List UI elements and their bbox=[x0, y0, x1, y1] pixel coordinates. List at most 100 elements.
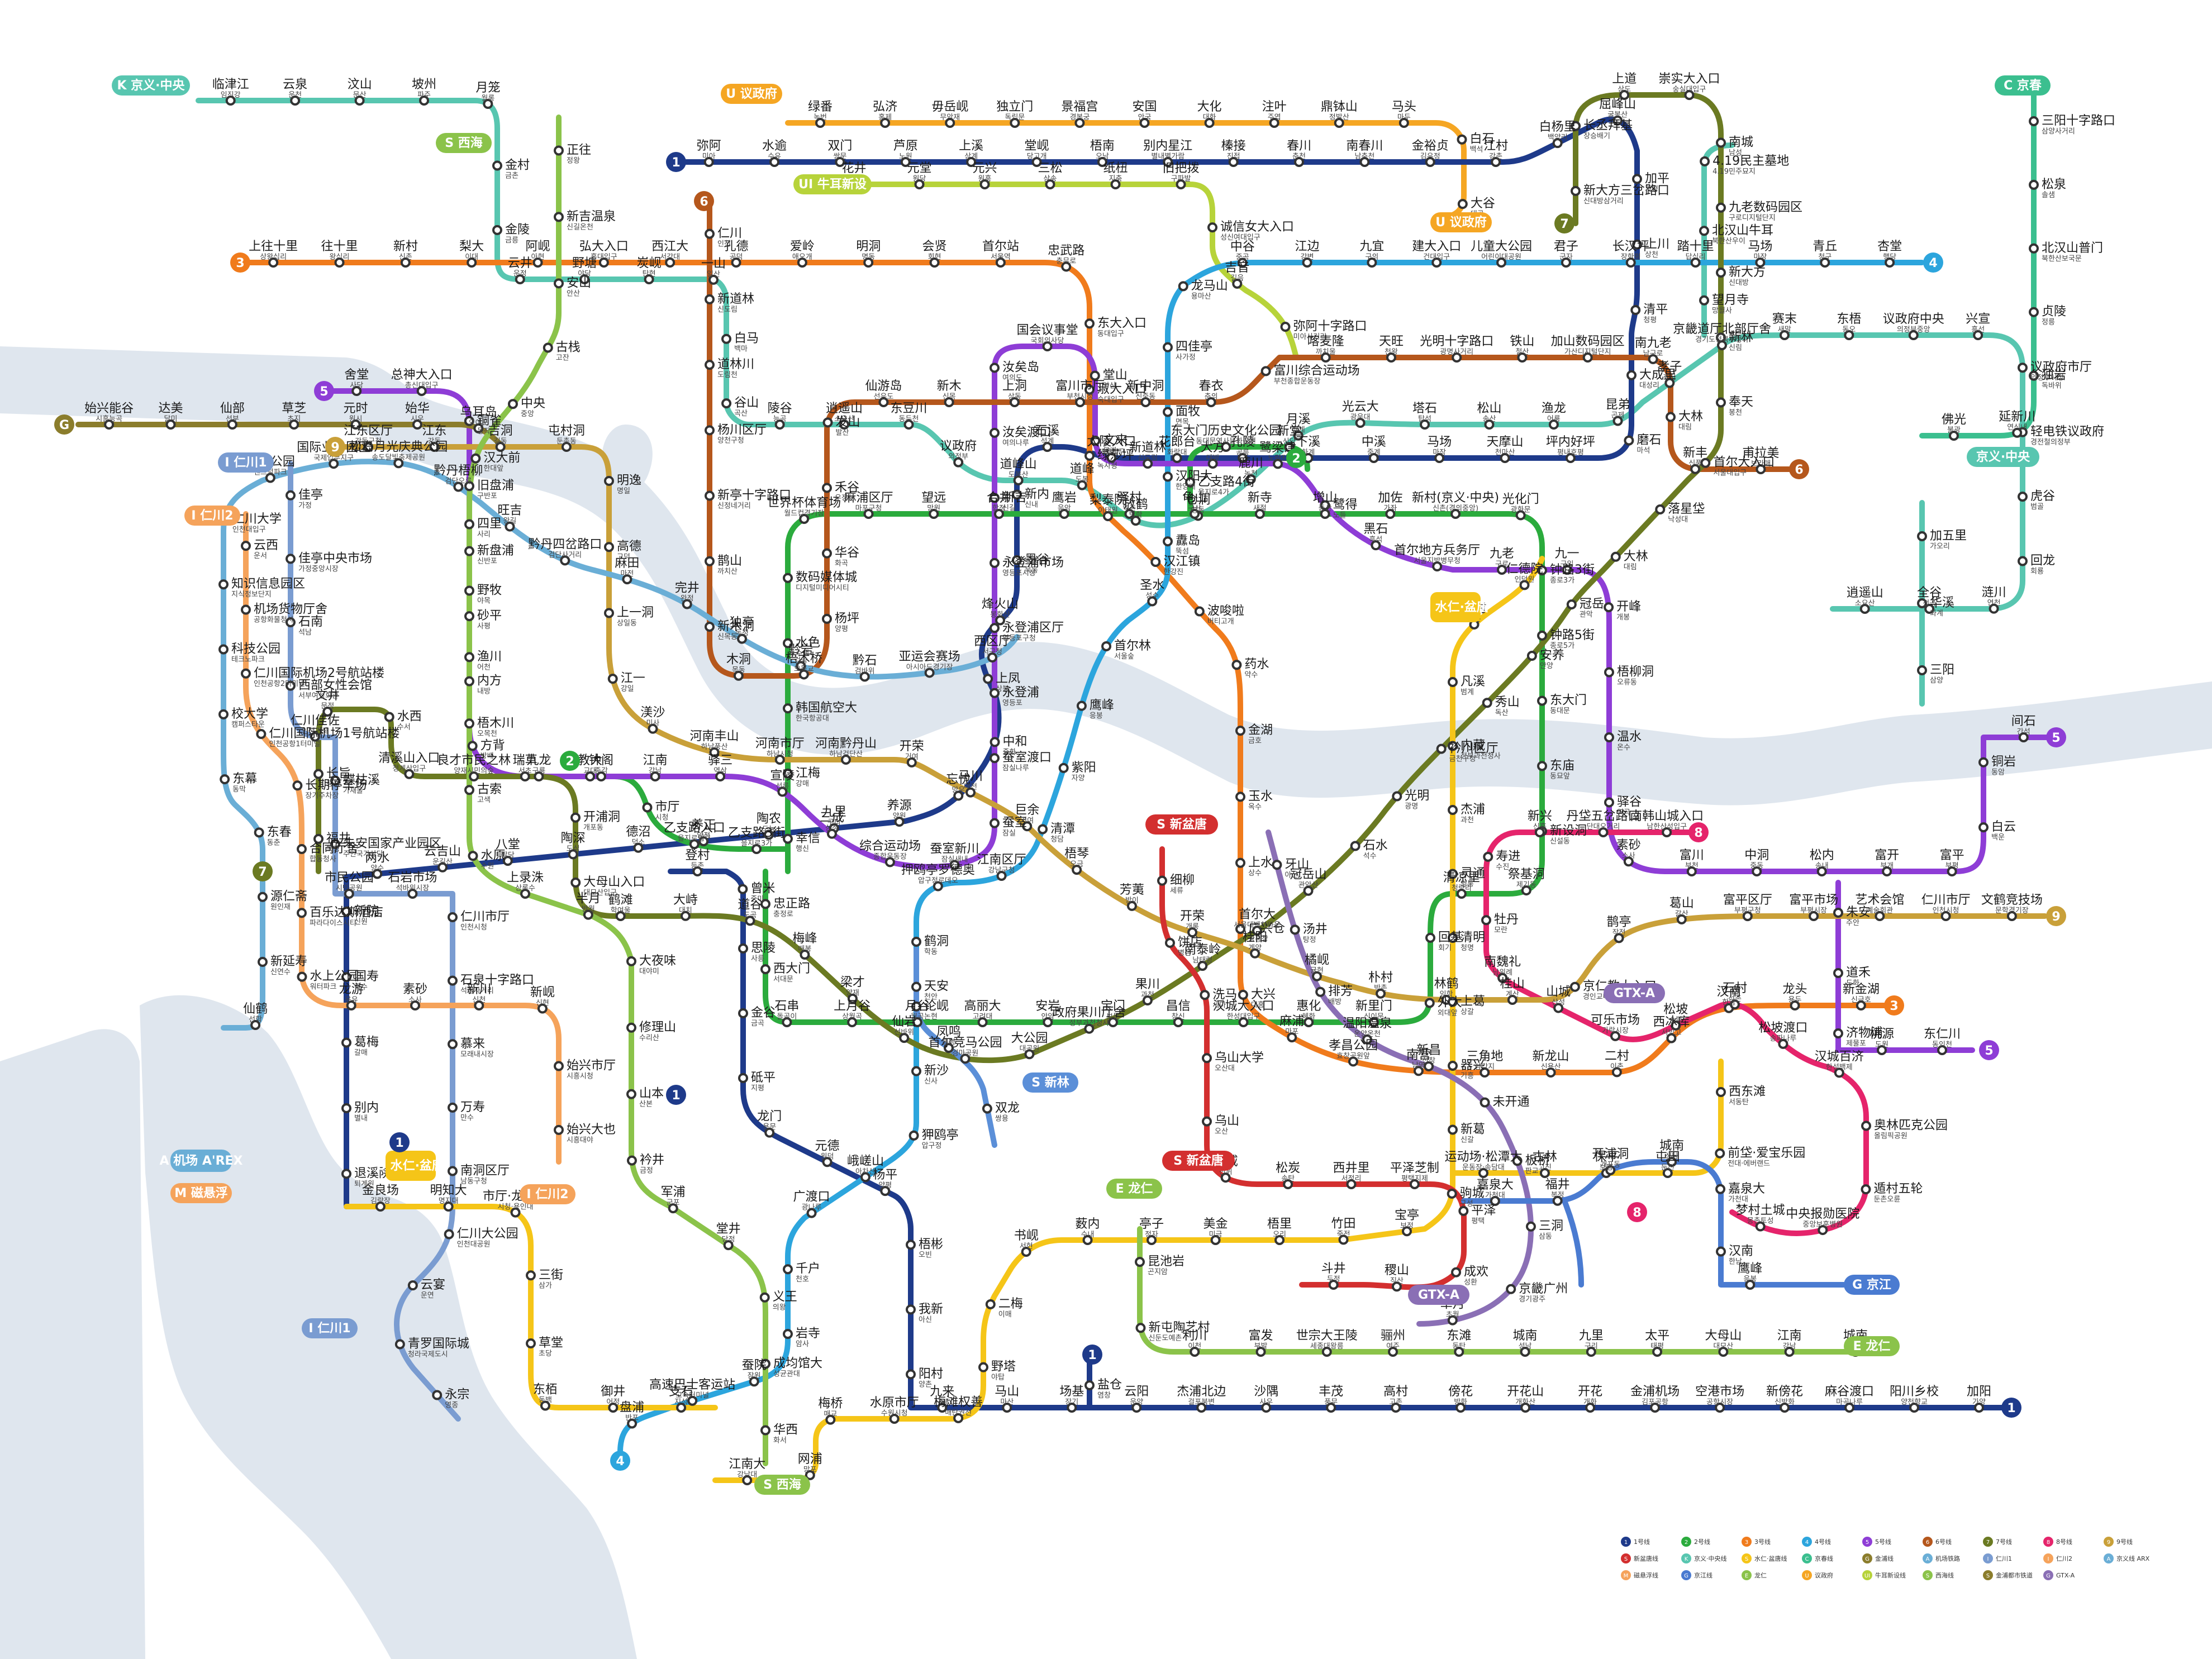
station-marker[interactable] bbox=[286, 490, 296, 500]
station-marker[interactable] bbox=[350, 419, 361, 430]
badge-ss1[interactable]: S 水仁·盆唐 bbox=[1422, 592, 1489, 622]
station-marker[interactable] bbox=[1534, 827, 1545, 837]
station-marker[interactable] bbox=[1716, 1246, 1726, 1257]
station-marker[interactable] bbox=[1833, 968, 1843, 978]
station-marker[interactable] bbox=[1690, 464, 1701, 474]
station-marker[interactable] bbox=[977, 1017, 988, 1027]
station-marker[interactable] bbox=[1539, 1168, 1550, 1178]
station-marker[interactable] bbox=[822, 483, 832, 493]
station-marker[interactable] bbox=[1569, 981, 1580, 992]
station-marker[interactable] bbox=[911, 981, 921, 992]
station-marker[interactable] bbox=[648, 723, 658, 734]
station-marker[interactable] bbox=[1235, 924, 1245, 935]
station-marker[interactable] bbox=[912, 1017, 922, 1027]
badge-sl[interactable]: S 新林 bbox=[1022, 1072, 1078, 1093]
station-marker[interactable] bbox=[650, 771, 660, 781]
station-marker[interactable] bbox=[1294, 157, 1305, 167]
station-marker[interactable] bbox=[1974, 1403, 1985, 1413]
station-marker[interactable] bbox=[626, 1089, 636, 1099]
station-marker[interactable] bbox=[1187, 927, 1198, 938]
station-marker[interactable] bbox=[286, 680, 296, 691]
station-marker[interactable] bbox=[1885, 258, 1895, 268]
station-marker[interactable] bbox=[1745, 1280, 1756, 1290]
station-marker[interactable] bbox=[1882, 866, 1892, 876]
station-marker[interactable] bbox=[627, 1418, 638, 1429]
station-marker[interactable] bbox=[797, 258, 807, 268]
station-marker[interactable] bbox=[953, 457, 964, 468]
station-marker[interactable] bbox=[805, 1470, 815, 1480]
station-marker[interactable] bbox=[1844, 1403, 1855, 1413]
station-marker[interactable] bbox=[2012, 427, 2023, 438]
station-marker[interactable] bbox=[1172, 453, 1182, 463]
station-marker[interactable] bbox=[733, 670, 744, 681]
station-marker[interactable] bbox=[1424, 1061, 1434, 1071]
station-marker[interactable] bbox=[502, 856, 513, 866]
station-marker[interactable] bbox=[751, 844, 762, 854]
station-marker[interactable] bbox=[526, 1270, 536, 1281]
station-marker[interactable] bbox=[1185, 477, 1195, 488]
station-marker[interactable] bbox=[1228, 157, 1239, 167]
station-marker[interactable] bbox=[1816, 866, 1827, 876]
badge-uij-top[interactable]: U 议政府 bbox=[721, 84, 782, 104]
station-marker[interactable] bbox=[1917, 598, 1927, 608]
station-marker[interactable] bbox=[1290, 924, 1300, 935]
station-marker[interactable] bbox=[443, 1202, 454, 1212]
station-marker[interactable] bbox=[341, 1169, 351, 1179]
station-marker[interactable] bbox=[705, 228, 715, 239]
station-marker[interactable] bbox=[1715, 1184, 1726, 1194]
station-marker[interactable] bbox=[2018, 732, 2029, 742]
station-marker[interactable] bbox=[979, 179, 990, 189]
station-marker[interactable] bbox=[297, 908, 307, 918]
station-marker[interactable] bbox=[218, 644, 229, 655]
station-marker[interactable] bbox=[1398, 118, 1409, 128]
station-marker[interactable] bbox=[1700, 457, 1711, 468]
station-marker[interactable] bbox=[1238, 989, 1248, 1000]
badge-g[interactable]: G bbox=[54, 414, 74, 435]
station-marker[interactable] bbox=[505, 521, 515, 532]
station-marker[interactable] bbox=[1287, 1032, 1297, 1043]
station-marker[interactable] bbox=[1604, 797, 1614, 808]
station-marker[interactable] bbox=[1274, 1235, 1285, 1245]
station-marker[interactable] bbox=[400, 258, 411, 268]
station-marker[interactable] bbox=[507, 399, 518, 409]
station-marker[interactable] bbox=[330, 775, 340, 786]
badge-ic2-top[interactable]: I 仁川2 bbox=[184, 506, 240, 526]
station-marker[interactable] bbox=[622, 574, 632, 585]
station-marker[interactable] bbox=[469, 771, 479, 781]
station-marker[interactable] bbox=[990, 363, 1000, 373]
station-marker[interactable] bbox=[929, 509, 939, 519]
station-marker[interactable] bbox=[1090, 435, 1101, 446]
station-marker[interactable] bbox=[1321, 1347, 1332, 1357]
badge-cc-top[interactable]: C 京春 bbox=[1995, 75, 2051, 96]
station-marker[interactable] bbox=[1947, 866, 1957, 876]
station-marker[interactable] bbox=[2029, 307, 2039, 317]
station-marker[interactable] bbox=[354, 96, 365, 106]
station-marker[interactable] bbox=[1526, 651, 1537, 661]
station-marker[interactable] bbox=[1448, 677, 1458, 688]
station-marker[interactable] bbox=[286, 554, 296, 564]
station-marker[interactable] bbox=[1755, 1221, 1766, 1232]
station-marker[interactable] bbox=[375, 1202, 386, 1212]
station-marker[interactable] bbox=[615, 911, 626, 921]
station-marker[interactable] bbox=[996, 870, 1007, 881]
station-marker[interactable] bbox=[745, 916, 755, 926]
station-marker[interactable] bbox=[1861, 1121, 1871, 1131]
station-marker[interactable] bbox=[1420, 419, 1430, 430]
station-marker[interactable] bbox=[1075, 397, 1086, 407]
station-marker[interactable] bbox=[1045, 179, 1055, 189]
station-marker[interactable] bbox=[1131, 1403, 1142, 1413]
station-marker[interactable] bbox=[467, 741, 478, 751]
station-marker[interactable] bbox=[1010, 118, 1020, 128]
station-marker[interactable] bbox=[560, 555, 570, 566]
station-marker[interactable] bbox=[1097, 157, 1107, 167]
badge-ey1[interactable]: E 龙仁 bbox=[1106, 1179, 1162, 1199]
station-marker[interactable] bbox=[1163, 471, 1173, 482]
station-marker[interactable] bbox=[841, 755, 851, 765]
station-marker[interactable] bbox=[1861, 1184, 1871, 1195]
station-marker[interactable] bbox=[1009, 397, 1020, 407]
station-marker[interactable] bbox=[880, 118, 891, 128]
line-l2-badge[interactable]: 2 bbox=[1286, 448, 1306, 468]
station-marker[interactable] bbox=[760, 1425, 770, 1436]
station-marker[interactable] bbox=[554, 278, 564, 289]
station-marker[interactable] bbox=[1376, 988, 1386, 999]
